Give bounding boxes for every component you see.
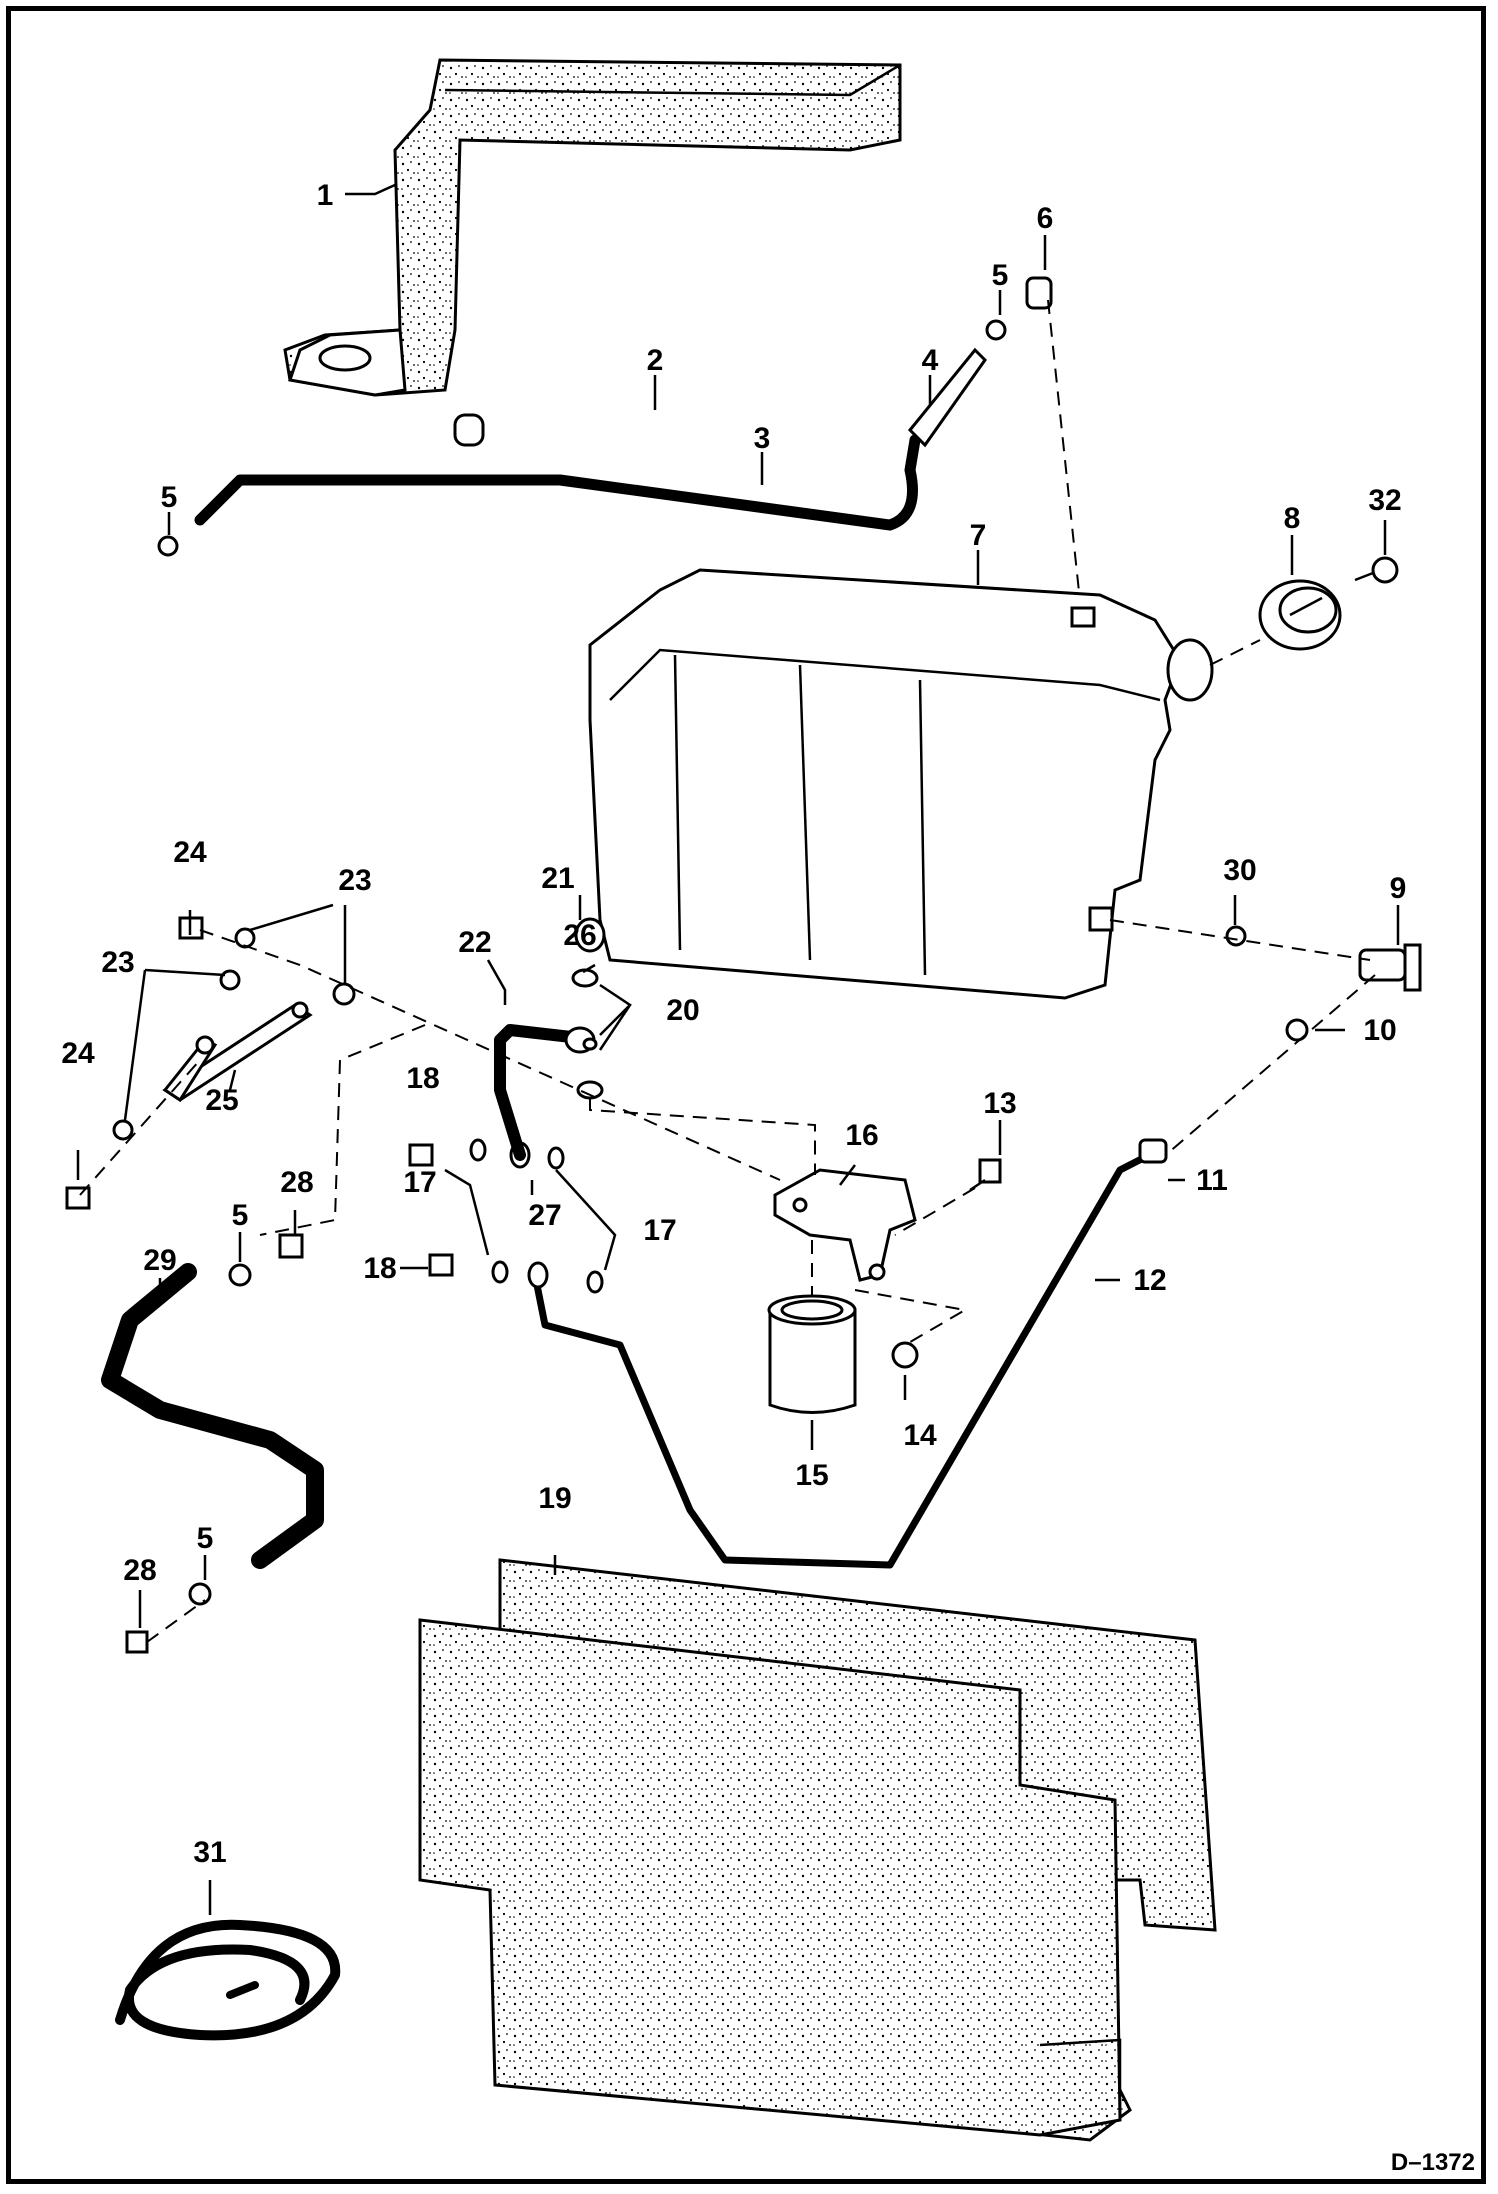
callout-23-left: 23 bbox=[101, 946, 134, 979]
callout-labels: 1 2 3 4 5 5 5 5 6 7 8 9 10 11 12 13 14 1… bbox=[61, 179, 1406, 1869]
clamp-ring bbox=[157, 535, 179, 557]
callout-4: 4 bbox=[922, 344, 939, 377]
callout-8: 8 bbox=[1284, 502, 1301, 535]
valve-clamp bbox=[1285, 1018, 1309, 1042]
callout-14: 14 bbox=[903, 1419, 937, 1452]
callout-20: 20 bbox=[666, 994, 699, 1027]
banjo-fittings bbox=[408, 1138, 604, 1294]
callout-19: 19 bbox=[538, 1482, 571, 1515]
callout-5-bottom: 5 bbox=[197, 1522, 214, 1555]
callout-28-bottom: 28 bbox=[123, 1554, 156, 1587]
callout-3: 3 bbox=[754, 422, 771, 455]
elbow-fitting bbox=[985, 276, 1053, 341]
callout-31: 31 bbox=[193, 1836, 226, 1869]
callout-27: 27 bbox=[528, 1199, 561, 1232]
callout-13: 13 bbox=[983, 1087, 1016, 1120]
callout-5-left: 5 bbox=[161, 481, 178, 514]
callout-2: 2 bbox=[647, 344, 664, 377]
fuel-cap bbox=[1258, 579, 1342, 651]
shutoff-valve bbox=[1358, 943, 1422, 992]
callout-6: 6 bbox=[1037, 202, 1054, 235]
callout-7: 7 bbox=[970, 519, 987, 552]
callout-29: 29 bbox=[143, 1244, 176, 1277]
callout-32: 32 bbox=[1368, 484, 1401, 517]
diagram-frame bbox=[6, 6, 1486, 2184]
callout-5-middle: 5 bbox=[232, 1199, 249, 1232]
callout-10: 10 bbox=[1363, 1014, 1396, 1047]
callout-11: 11 bbox=[1196, 1164, 1228, 1197]
hose-clamp bbox=[453, 413, 485, 447]
callout-12: 12 bbox=[1133, 1264, 1166, 1297]
callout-26: 26 bbox=[563, 919, 596, 952]
callout-1: 1 bbox=[317, 179, 334, 212]
callout-5-top: 5 bbox=[992, 259, 1009, 292]
callout-18-bottom: 18 bbox=[363, 1252, 396, 1285]
valve-washer bbox=[1225, 925, 1247, 947]
callout-17-left: 17 bbox=[403, 1166, 436, 1199]
filter-head bbox=[773, 1168, 917, 1282]
foam-strap-bracket bbox=[283, 58, 902, 397]
drain-hose bbox=[101, 1233, 324, 1654]
callout-leaders bbox=[76, 183, 1400, 1915]
callout-30: 30 bbox=[1223, 854, 1256, 887]
coiled-hose bbox=[115, 1919, 341, 2041]
callout-17-right: 17 bbox=[643, 1214, 676, 1247]
fuel-line bbox=[531, 1138, 1168, 1569]
filter-bolt bbox=[969, 1158, 1002, 1192]
cap-key bbox=[1354, 556, 1399, 584]
linkage-bolts bbox=[65, 916, 356, 1210]
filter-nut bbox=[891, 1341, 919, 1369]
fuel-filter bbox=[767, 1294, 857, 1414]
callout-22: 22 bbox=[458, 926, 491, 959]
callout-25: 25 bbox=[205, 1084, 238, 1117]
callout-15: 15 bbox=[795, 1459, 828, 1492]
callout-18-top: 18 bbox=[406, 1062, 439, 1095]
return-hose bbox=[494, 917, 606, 1161]
callout-16: 16 bbox=[845, 1119, 878, 1152]
callout-21: 21 bbox=[541, 862, 574, 895]
fuel-tank bbox=[588, 568, 1214, 1000]
callout-28-top: 28 bbox=[280, 1166, 313, 1199]
callout-23-right: 23 bbox=[338, 864, 371, 897]
callout-24-bottom: 24 bbox=[61, 1037, 95, 1070]
callout-9: 9 bbox=[1390, 872, 1407, 905]
reference-code: D–1372 bbox=[1391, 2149, 1475, 2176]
foam-pads bbox=[418, 1558, 1217, 2142]
callout-24-top: 24 bbox=[173, 836, 207, 869]
vent-hose bbox=[157, 347, 987, 557]
